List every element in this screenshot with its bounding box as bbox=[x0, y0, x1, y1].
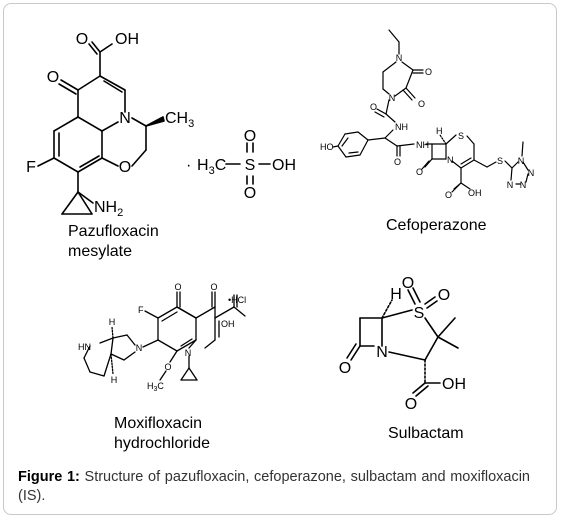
pazufloxacin-structure bbox=[37, 41, 165, 215]
atom-label: N bbox=[376, 344, 388, 361]
cefoperazone-name: Cefoperazone bbox=[386, 217, 487, 234]
atom-label: OH bbox=[221, 319, 235, 329]
atom-label: N bbox=[185, 348, 192, 358]
atom-label: OH bbox=[115, 31, 139, 48]
atom-label: F bbox=[26, 159, 36, 176]
atom-label: N bbox=[136, 343, 143, 353]
sulbactam-labels: H O O S N O O OH bbox=[339, 275, 466, 413]
sulbactam-structure bbox=[346, 287, 459, 397]
moxifloxacin-structure bbox=[83, 291, 246, 381]
atom-label: O bbox=[244, 128, 256, 145]
atom-label: O bbox=[210, 282, 217, 292]
atom-label: · bbox=[186, 157, 191, 174]
atom-label: O bbox=[402, 275, 414, 292]
atom-label: O bbox=[438, 287, 450, 304]
compound-name-line: Pazufloxacin bbox=[68, 223, 159, 240]
compound-name-line: Moxifloxacin bbox=[114, 415, 203, 432]
atom-label: N bbox=[518, 156, 525, 166]
moxifloxacin-labels: •HCl O O OH F HN H H N N O H3C bbox=[78, 282, 246, 393]
atom-label: OH bbox=[468, 188, 482, 198]
compound-name-line: mesylate bbox=[68, 243, 133, 260]
atom-label: O bbox=[339, 360, 351, 377]
atom-label: OH bbox=[442, 376, 466, 393]
sulbactam-name: Sulbactam bbox=[388, 425, 464, 442]
atom-label: N bbox=[396, 53, 403, 63]
atom-label: NH bbox=[416, 140, 429, 150]
atom-label: N bbox=[389, 93, 396, 103]
pazufloxacin-name: Pazufloxacin mesylate bbox=[68, 222, 159, 262]
atom-label: N bbox=[119, 110, 131, 127]
atom-label: NH bbox=[395, 122, 408, 132]
atom-label: O bbox=[416, 167, 423, 177]
atom-label: O bbox=[370, 102, 377, 112]
atom-label: O bbox=[445, 190, 452, 200]
atom-label: HN bbox=[78, 342, 91, 352]
cefoperazone-labels: N O N O O NH HO NH H S N O O O OH S N N … bbox=[320, 53, 534, 200]
atom-label: O bbox=[119, 159, 131, 176]
atom-label: O bbox=[394, 157, 401, 167]
atom-label: •HCl bbox=[228, 295, 246, 305]
atom-label: H bbox=[109, 317, 116, 327]
figure-frame bbox=[3, 3, 557, 515]
atom-label: H bbox=[436, 126, 443, 136]
atom-label: N bbox=[507, 180, 514, 190]
figure-caption: Figure 1: Structure of pazufloxacin, cef… bbox=[18, 468, 530, 506]
atom-label: O bbox=[174, 282, 181, 292]
atom-label: H3C bbox=[147, 381, 164, 393]
atom-label: CH3 bbox=[165, 110, 194, 130]
atom-label: O bbox=[244, 185, 256, 202]
atom-label: S bbox=[497, 156, 503, 166]
atom-label: N bbox=[520, 180, 527, 190]
caption-text: Structure of pazufloxacin, cefoperazone,… bbox=[18, 469, 530, 504]
atom-label: NH2 bbox=[94, 199, 123, 219]
atom-label: O bbox=[418, 99, 425, 109]
atom-label: HO bbox=[320, 142, 334, 152]
atom-label: OH bbox=[272, 157, 296, 174]
atom-label: N bbox=[528, 168, 535, 178]
mesylate-labels: · H3C S OH O O bbox=[186, 128, 296, 202]
atom-label: S bbox=[458, 131, 464, 141]
atom-label: H bbox=[390, 286, 402, 303]
caption-label: Figure 1: bbox=[18, 469, 80, 485]
mesylate-structure bbox=[225, 142, 271, 185]
compound-name-line: hydrochloride bbox=[114, 435, 211, 452]
moxifloxacin-name: Moxifloxacin hydrochloride bbox=[114, 414, 210, 454]
atom-label: H3C bbox=[197, 157, 226, 177]
atom-label: N bbox=[447, 155, 454, 165]
atom-label: S bbox=[414, 305, 425, 322]
pazufloxacin-labels: O OH O N CH3 F O NH2 bbox=[26, 31, 194, 219]
atom-label: O bbox=[164, 362, 171, 372]
atom-label: H bbox=[111, 375, 118, 385]
atom-label: O bbox=[405, 396, 417, 413]
atom-label: F bbox=[138, 305, 144, 315]
atom-label: O bbox=[76, 31, 88, 48]
atom-label: O bbox=[425, 67, 432, 77]
atom-label: S bbox=[245, 157, 256, 174]
cefoperazone-structure bbox=[332, 29, 529, 193]
atom-label: O bbox=[47, 69, 59, 86]
